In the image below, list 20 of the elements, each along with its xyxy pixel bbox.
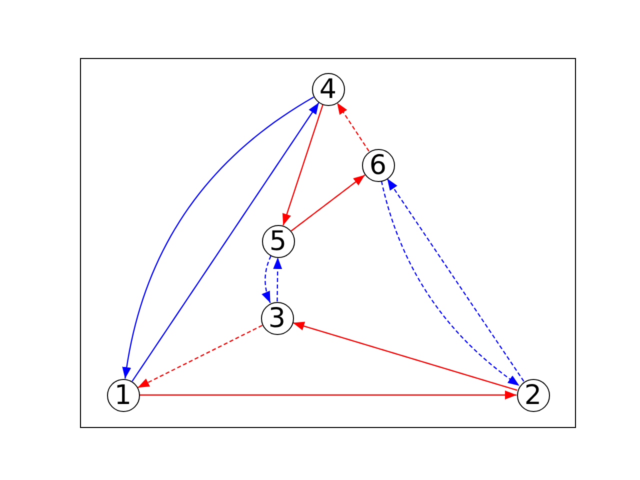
node-number: 1 xyxy=(114,382,132,408)
node-number: 5 xyxy=(269,228,287,254)
node-circle xyxy=(262,224,294,258)
arrow xyxy=(140,390,516,400)
node-number: 6 xyxy=(369,152,387,178)
node-number: 4 xyxy=(319,76,337,102)
node-circle xyxy=(362,148,394,182)
dashed-arrow xyxy=(262,256,272,304)
arrow xyxy=(292,322,518,391)
node-circle xyxy=(516,378,550,412)
node-number: 3 xyxy=(268,304,286,332)
dashed-arrow xyxy=(273,258,282,302)
dashed-arrow xyxy=(138,324,262,388)
arrow xyxy=(290,174,366,232)
arrow xyxy=(282,104,324,226)
node-circle xyxy=(260,302,294,334)
node-number: 2 xyxy=(524,382,542,408)
node-circle xyxy=(106,378,140,412)
node-circle xyxy=(312,72,344,106)
dashed-arrow xyxy=(336,102,370,152)
